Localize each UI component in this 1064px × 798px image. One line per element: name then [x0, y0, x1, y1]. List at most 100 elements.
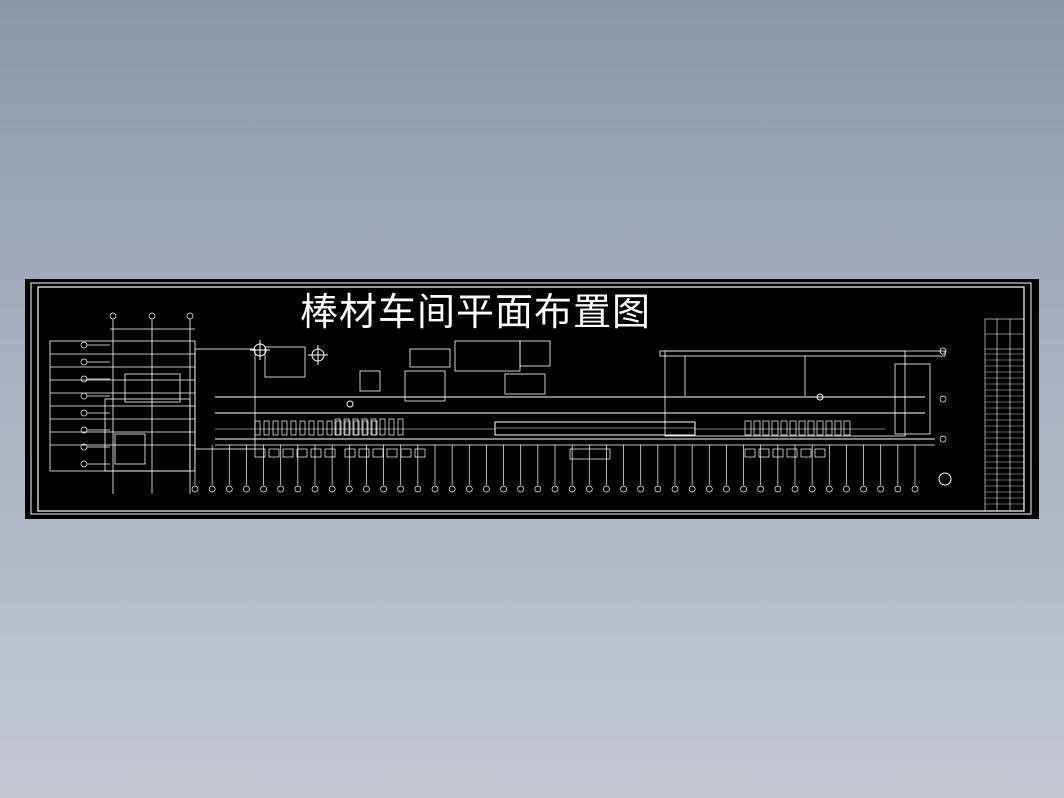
- axis-bubble: [260, 485, 267, 493]
- axis-bubble: [294, 485, 302, 493]
- foundation-block: [569, 448, 611, 460]
- foundation-block: [372, 448, 384, 458]
- mill-stand: [272, 420, 279, 436]
- mill-stand: [343, 418, 350, 436]
- mill-stand: [254, 420, 261, 436]
- rolling-line: [215, 396, 935, 446]
- axis-bubble: [825, 485, 833, 493]
- axis-bubble: [843, 485, 850, 493]
- mill-stand: [370, 418, 377, 436]
- axis-bubble: [483, 485, 490, 493]
- foundation-block: [414, 448, 426, 458]
- axis-bubble: [345, 485, 353, 493]
- mill-stand: [379, 418, 386, 436]
- cooling-bed-unit: [753, 420, 761, 436]
- axis-bubble: [585, 485, 593, 493]
- axis-bubble: [80, 341, 88, 349]
- axis-bubble: [414, 485, 422, 493]
- foundation-block: [282, 448, 294, 458]
- mill-stand: [397, 418, 404, 436]
- axis-bubble: [80, 460, 88, 468]
- axis-bubble: [517, 485, 525, 493]
- cad-drawing-sheet[interactable]: [25, 279, 1039, 519]
- foundation-block: [786, 448, 798, 458]
- axis-bubble: [148, 312, 156, 320]
- foundation-block: [296, 448, 308, 458]
- axis-bubble: [380, 485, 387, 493]
- axis-bubble: [534, 485, 542, 493]
- mill-stand: [308, 420, 315, 436]
- foundation-block: [310, 448, 322, 458]
- foundation-block: [758, 448, 770, 458]
- cooling-bed-unit: [807, 420, 815, 436]
- axis-bubble: [109, 312, 117, 320]
- axis-bubble: [939, 347, 947, 355]
- axis-bubble: [243, 485, 250, 493]
- axis-bubble: [328, 485, 336, 493]
- axis-bubble: [208, 485, 216, 493]
- mill-stand: [326, 420, 333, 436]
- foundation-block: [744, 448, 756, 458]
- axis-bubble: [911, 485, 919, 493]
- axis-bubble: [774, 485, 782, 493]
- foundation-block: [814, 448, 826, 458]
- cooling-bed-unit: [789, 420, 797, 436]
- axis-bubble: [311, 485, 319, 493]
- axis-bubble: [186, 312, 194, 320]
- axis-bubble: [808, 485, 816, 493]
- building-outline: [49, 319, 946, 494]
- axis-bubble: [671, 485, 679, 493]
- axis-bubble: [860, 485, 867, 493]
- cooling-bed-unit: [825, 420, 833, 436]
- drawing-title: 棒材车间平面布置图: [300, 290, 652, 334]
- cooling-bed-unit: [834, 420, 842, 436]
- axis-bubble: [654, 485, 662, 493]
- outer-border: [30, 282, 1032, 515]
- axis-bubble: [894, 485, 902, 493]
- markers: [250, 340, 952, 486]
- axis-bubble: [397, 485, 405, 493]
- axis-bubble: [723, 485, 730, 493]
- mill-stand: [361, 418, 368, 436]
- axis-bubble: [500, 485, 507, 493]
- cooling-bed-unit: [780, 420, 788, 436]
- mill-stand: [290, 420, 297, 436]
- axis-bubble: [431, 485, 439, 493]
- axis-bubble: [705, 485, 713, 493]
- axis-bubble: [191, 485, 199, 493]
- axis-bubble: [939, 395, 947, 403]
- axis-bubble: [363, 485, 370, 493]
- axis-bubble: [877, 485, 885, 493]
- axis-bubble: [80, 409, 88, 417]
- axis-bubble: [80, 375, 88, 383]
- axis-bubble: [277, 485, 285, 493]
- cooling-bed-unit: [816, 420, 824, 436]
- equipment-symbols: [254, 418, 851, 460]
- foundation-block: [800, 448, 812, 458]
- axis-bubble: [637, 485, 645, 493]
- axis-bubble: [80, 358, 88, 366]
- axis-bubble: [568, 485, 576, 493]
- cooling-bed-unit: [744, 420, 752, 436]
- top-axis-bubbles: [109, 312, 947, 443]
- title-block: [984, 318, 1025, 512]
- foundation-block: [324, 448, 336, 458]
- foundation-block: [386, 448, 398, 458]
- axis-bubble: [603, 485, 610, 493]
- cooling-bed-unit: [843, 420, 851, 436]
- axis-bubble: [551, 485, 559, 493]
- mill-stand: [263, 420, 270, 436]
- foundation-block: [358, 448, 370, 458]
- mill-stand: [281, 420, 288, 436]
- axis-bubble: [939, 435, 947, 443]
- left-axis-bubbles: [80, 341, 110, 468]
- cooling-bed-unit: [762, 420, 770, 436]
- foundation-block: [268, 448, 280, 458]
- mill-stand: [388, 418, 395, 436]
- foundation-block: [400, 448, 412, 458]
- mill-stand: [334, 418, 341, 436]
- foundation-block: [254, 448, 266, 458]
- axis-bubble: [688, 485, 696, 493]
- bottom-axis-bubbles: [191, 445, 919, 493]
- floor-plan-svg: [30, 282, 1032, 515]
